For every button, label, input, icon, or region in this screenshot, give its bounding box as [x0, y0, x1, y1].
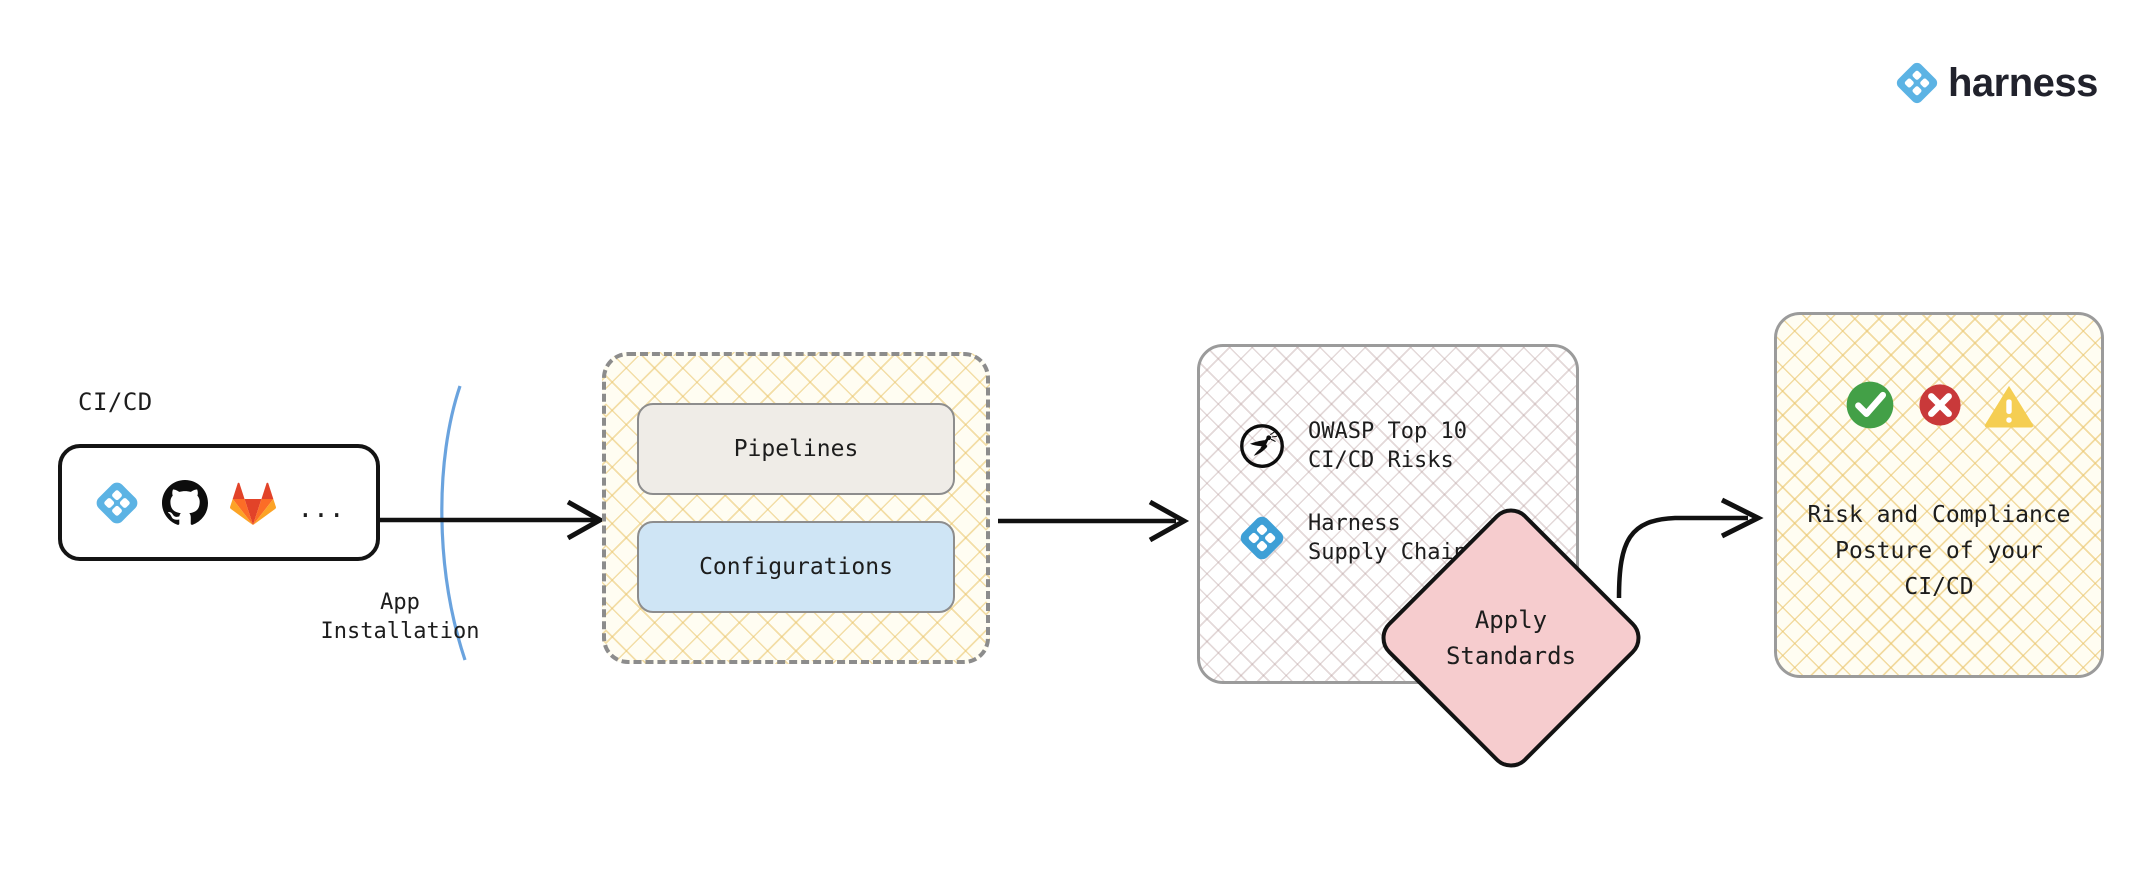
check-circle-icon: [1842, 377, 1898, 433]
harness-icon: [94, 480, 140, 526]
pipelines-label: Pipelines: [733, 436, 859, 462]
owasp-standard-label: OWASP Top 10 CI/CD Risks: [1308, 419, 1467, 473]
pipelines-card[interactable]: Pipelines: [637, 403, 955, 495]
apply-standards-label: Apply Standards: [1445, 606, 1577, 670]
cicd-tools-box: ...: [58, 444, 380, 561]
app-installation-connector: [380, 385, 606, 661]
ingest-to-standards-arrow: [998, 499, 1190, 543]
github-icon: [161, 479, 208, 526]
standard-item-harness: Harness Supply Chain: [1238, 509, 1576, 567]
harness-wordmark: harness: [1948, 61, 2098, 105]
outcome-description: Risk and Compliance Posture of your CI/C…: [1807, 502, 2071, 600]
more-tools-ellipsis: ...: [297, 493, 345, 524]
configurations-label: Configurations: [699, 554, 893, 580]
standard-item-owasp: OWASP Top 10 CI/CD Risks: [1238, 417, 1576, 475]
arrow-shaft: [1616, 515, 1748, 599]
harness-diamond-icon: [1896, 62, 1938, 104]
boundary-arc: [440, 385, 467, 661]
ingested-artifacts-container: Pipelines Configurations: [602, 352, 990, 664]
app-installation-label: App Installation: [320, 590, 480, 644]
warning-triangle-icon: [1982, 378, 2036, 432]
configurations-card[interactable]: Configurations: [637, 521, 955, 613]
harness-icon: [1238, 514, 1286, 562]
cicd-label: CI/CD: [78, 388, 153, 416]
gitlab-icon: [229, 480, 276, 526]
harness-standard-label: Harness Supply Chain: [1308, 511, 1467, 565]
arrow-head: [566, 499, 606, 541]
status-icons-row: [1842, 377, 2036, 433]
outcome-panel: Risk and Compliance Posture of your CI/C…: [1774, 312, 2104, 678]
x-circle-icon: [1914, 379, 1966, 431]
arrow-head: [1720, 497, 1764, 539]
harness-brand-logo: harness: [1896, 62, 2098, 104]
arrow-head: [1148, 499, 1190, 543]
owasp-icon: [1238, 422, 1286, 470]
standards-to-outcome-arrow: [1616, 497, 1764, 599]
